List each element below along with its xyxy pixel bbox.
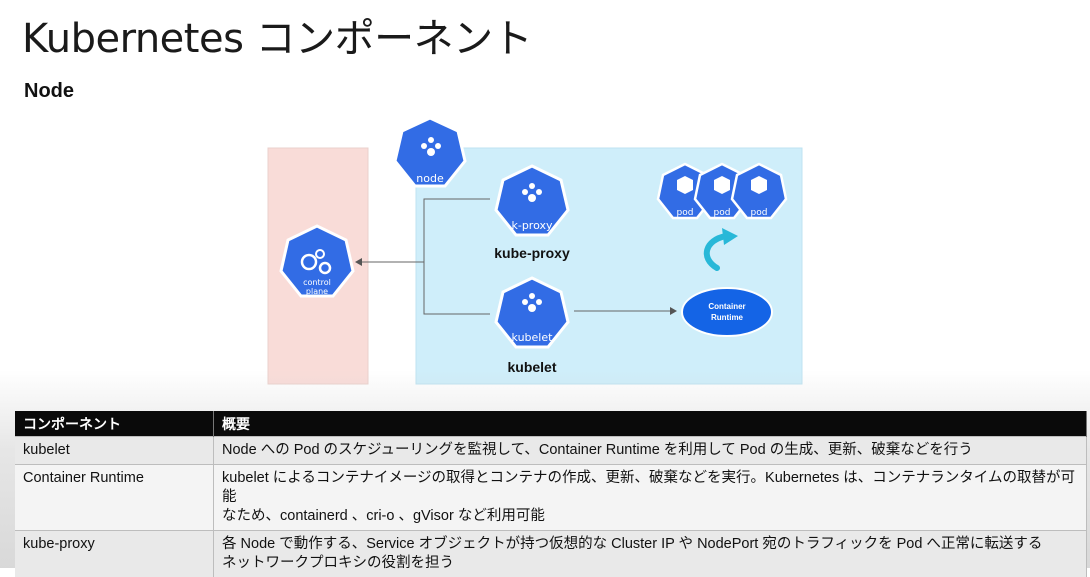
kproxy-icon-label: k-proxy: [511, 219, 553, 232]
row-description-line: kubelet によるコンテナイメージの取得とコンテナの作成、更新、破棄などを実…: [222, 469, 1078, 507]
pod-label: pod: [714, 208, 731, 218]
row-description: 各 Node で動作する、Service オブジェクトが持つ仮想的な Clust…: [214, 531, 1087, 577]
row-description-line: ネットワークプロキシの役割を担う: [222, 554, 1078, 573]
row-description-line: なため、containerd 、cri-o 、gVisor など利用可能: [222, 507, 1078, 526]
row-description: Node への Pod のスケジューリングを監視して、Container Run…: [214, 437, 1087, 465]
table-row: kube-proxy 各 Node で動作する、Service オブジェクトが持…: [15, 531, 1087, 577]
header-overview: 概要: [214, 411, 1087, 437]
node-icon: node: [395, 118, 465, 186]
table-row: Container Runtime kubelet によるコンテナイメージの取得…: [15, 465, 1087, 531]
component-table: コンポーネント 概要 kubelet Node への Pod のスケジューリング…: [15, 411, 1087, 577]
pod-icon: pod: [732, 164, 786, 218]
row-description-line: 各 Node で動作する、Service オブジェクトが持つ仮想的な Clust…: [222, 535, 1078, 554]
node-icon-label: node: [416, 172, 444, 185]
pod-label: pod: [677, 208, 694, 218]
row-description-line: Node への Pod のスケジューリングを監視して、Container Run…: [222, 441, 1078, 460]
container-runtime-label-1: Container: [708, 302, 745, 311]
container-runtime: Container Runtime: [682, 288, 772, 336]
row-name: kube-proxy: [15, 531, 214, 577]
kube-proxy-caption: kube-proxy: [494, 245, 570, 261]
header-component: コンポーネント: [15, 411, 214, 437]
control-plane-label-1: control: [303, 278, 331, 287]
node-diagram: node control plane k-proxy kube-proxy ku…: [0, 0, 1090, 400]
kubelet-icon-label: kubelet: [512, 331, 554, 344]
control-plane-label-2: plane: [306, 287, 328, 296]
table-header-row: コンポーネント 概要: [15, 411, 1087, 437]
container-runtime-label-2: Runtime: [711, 313, 744, 322]
pod-label: pod: [751, 208, 768, 218]
row-name: kubelet: [15, 437, 214, 465]
control-plane-icon: control plane: [281, 226, 353, 296]
row-description: kubelet によるコンテナイメージの取得とコンテナの作成、更新、破棄などを実…: [214, 465, 1087, 531]
table-row: kubelet Node への Pod のスケジューリングを監視して、Conta…: [15, 437, 1087, 465]
row-name: Container Runtime: [15, 465, 214, 531]
